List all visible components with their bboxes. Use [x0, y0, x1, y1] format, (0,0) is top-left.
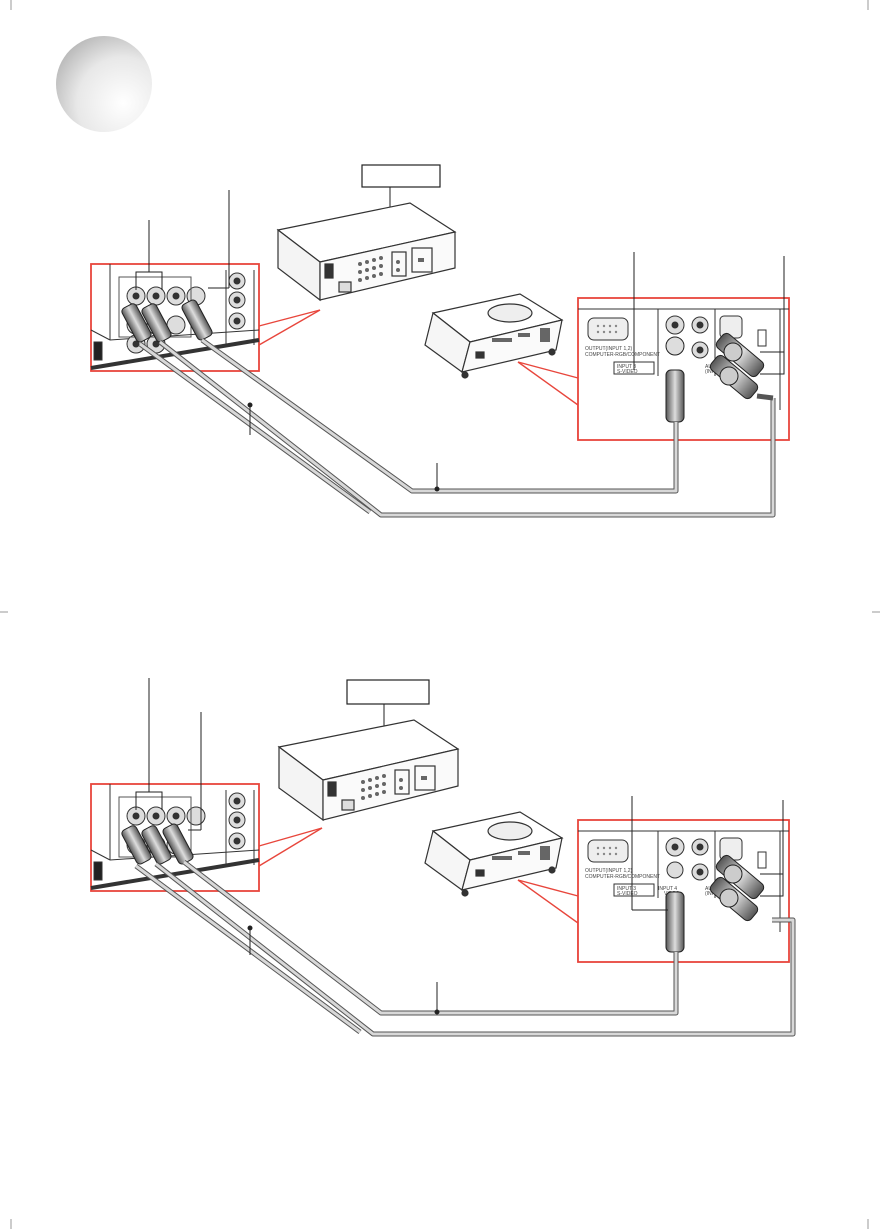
projector-plugs [665, 332, 765, 423]
av-device [276, 202, 457, 302]
panel-computer-label: COMPUTER-RGB/COMPONENT [585, 874, 660, 880]
projector [424, 811, 564, 897]
panel-svideo-sub: S-VIDEO [617, 369, 638, 375]
panel-output-label: OUTPUT(INPUT 1,2) [585, 868, 632, 874]
panel-svideo-label: INPUT 3 [617, 886, 636, 892]
projector-zoom-lines [517, 361, 579, 440]
projector-plugs [665, 854, 765, 953]
panel-svideo-sub: S-VIDEO [617, 891, 638, 897]
cables [134, 860, 796, 1037]
cables [138, 337, 776, 518]
section-marker-disc [56, 36, 152, 132]
device-zoom-lines [258, 309, 321, 346]
projector-pointers [631, 796, 784, 911]
panel-computer-label: COMPUTER-RGB/COMPONENT [585, 352, 660, 358]
panel-svideo-label: INPUT 3 [617, 364, 636, 370]
device-label-box [346, 679, 430, 705]
device-plugs [121, 823, 194, 865]
av-device [277, 719, 460, 822]
device-pointers [135, 678, 202, 831]
projector-zoom-panel [578, 308, 789, 410]
panel-output-label: OUTPUT(INPUT 1,2) [585, 346, 632, 352]
diagram-section-2: OUTPUT(INPUT 1,2) COMPUTER-RGB/COMPONENT… [90, 678, 796, 1037]
projector-zoom-panel [578, 830, 789, 932]
device-pointers [135, 190, 230, 290]
projector-zoom-lines [517, 879, 579, 962]
device-plugs [121, 299, 213, 343]
projector-pointers [633, 252, 785, 375]
projector [424, 293, 564, 379]
device-label-box [361, 164, 441, 188]
device-zoom-lines [258, 827, 323, 867]
cable-label-pointers [247, 925, 440, 1015]
diagram-section-1: OUTPUT(INPUT 1,2) COMPUTER-RGB/COMPONENT… [90, 164, 790, 518]
cable-label-pointers [247, 402, 440, 492]
panel-video-label: INPUT 4 [658, 886, 677, 892]
